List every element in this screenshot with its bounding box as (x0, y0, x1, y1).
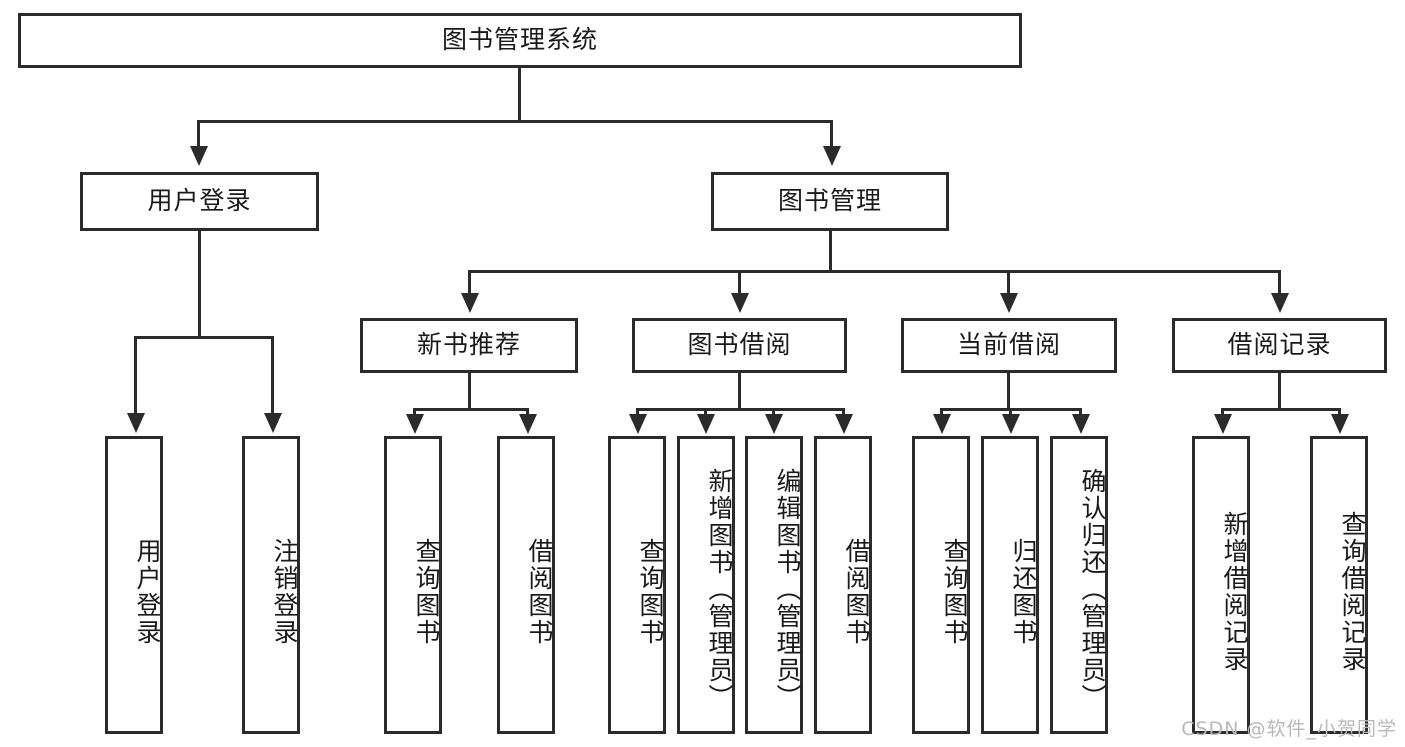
arrow-cb-leaf-3 (1072, 414, 1090, 434)
edge-root-bar (197, 120, 833, 123)
edge-root-to-user-login (197, 120, 200, 147)
edge-user-login-bar (134, 336, 274, 339)
leaf-book-borrow-borrow-book[interactable]: 借阅图书 (814, 436, 872, 734)
edge-br-bar (1221, 408, 1341, 411)
edge-cb-drop-1 (940, 408, 943, 416)
arrow-user-login-leaf-2 (264, 413, 282, 433)
edge-user-login-drop-1 (134, 336, 137, 414)
leaf-current-borrow-query-book[interactable]: 查询图书 (912, 436, 970, 734)
edge-nbr-bar (413, 408, 529, 411)
edge-br-drop-2 (1338, 408, 1341, 416)
node-label: 注销登录 (270, 538, 299, 646)
edge-cb-drop-2 (1009, 408, 1012, 416)
node-label: 查询借阅记录 (1338, 511, 1367, 673)
arrow-bb-leaf-3 (765, 414, 783, 434)
node-user-login[interactable]: 用户登录 (80, 172, 319, 231)
arrow-bm-to-book-borrow (731, 293, 749, 313)
edge-user-login-trunk (198, 231, 201, 336)
arrow-bm-to-current-borrow (1000, 293, 1018, 313)
node-label: 确认归还（管理员） (1078, 467, 1107, 711)
node-root-book-management-system[interactable]: 图书管理系统 (18, 13, 1022, 68)
node-current-borrow[interactable]: 当前借阅 (901, 318, 1117, 373)
edge-root-trunk (518, 68, 521, 120)
edge-bb-drop-3 (772, 408, 775, 416)
node-label: 图书借阅 (687, 330, 792, 360)
node-borrow-record[interactable]: 借阅记录 (1172, 318, 1387, 373)
edge-bb-bar (636, 408, 845, 411)
node-label: 编辑图书（管理员） (773, 467, 802, 711)
leaf-new-book-query-book[interactable]: 查询图书 (384, 436, 442, 734)
edge-bb-drop-2 (704, 408, 707, 416)
arrow-root-to-book-management (823, 146, 841, 166)
edge-book-management-trunk (829, 231, 832, 271)
node-label: 图书管理系统 (441, 25, 598, 55)
edge-br-drop-1 (1221, 408, 1224, 416)
node-book-borrow[interactable]: 图书借阅 (632, 318, 847, 373)
node-label: 借阅图书 (525, 538, 554, 646)
arrow-root-to-user-login (190, 146, 208, 166)
leaf-book-borrow-query-book[interactable]: 查询图书 (608, 436, 666, 734)
arrow-cb-leaf-2 (1002, 414, 1020, 434)
edge-bm-drop-1 (468, 270, 471, 294)
node-label: 新增借阅记录 (1220, 511, 1249, 673)
arrow-cb-leaf-1 (933, 414, 951, 434)
node-label: 新增图书（管理员） (705, 467, 734, 711)
edge-cb-trunk (1007, 373, 1010, 409)
edge-br-trunk (1278, 373, 1281, 409)
edge-bb-trunk (738, 373, 741, 409)
edge-bm-drop-3 (1007, 270, 1010, 294)
leaf-book-borrow-edit-book-admin[interactable]: 编辑图书（管理员） (745, 436, 803, 734)
edge-nbr-drop-1 (413, 408, 416, 416)
node-new-book-recommend[interactable]: 新书推荐 (360, 318, 578, 373)
arrow-bm-to-new-book-recommend (461, 293, 479, 313)
edge-bb-drop-1 (636, 408, 639, 416)
node-label: 新书推荐 (416, 330, 521, 360)
node-label: 查询图书 (940, 538, 969, 646)
arrow-bb-leaf-1 (629, 414, 647, 434)
arrow-br-leaf-2 (1331, 414, 1349, 434)
edge-nbr-drop-2 (526, 408, 529, 416)
edge-bb-drop-4 (842, 408, 845, 416)
node-label: 图书管理 (777, 186, 882, 216)
leaf-current-borrow-confirm-return-admin[interactable]: 确认归还（管理员） (1050, 436, 1108, 734)
edge-book-management-bar (468, 270, 1281, 273)
leaf-user-login-login[interactable]: 用户登录 (105, 436, 163, 734)
leaf-new-book-borrow-book[interactable]: 借阅图书 (497, 436, 555, 734)
edge-nbr-trunk (468, 373, 471, 409)
csdn-watermark: CSDN @软件_小贺同学 (1181, 718, 1397, 740)
leaf-borrow-record-query-record[interactable]: 查询借阅记录 (1310, 436, 1368, 734)
leaf-book-borrow-add-book-admin[interactable]: 新增图书（管理员） (677, 436, 735, 734)
arrow-bm-to-borrow-record (1271, 293, 1289, 313)
node-label: 查询图书 (636, 538, 665, 646)
leaf-user-login-logout[interactable]: 注销登录 (242, 436, 300, 734)
edge-bm-drop-4 (1278, 270, 1281, 294)
node-label: 查询图书 (412, 538, 441, 646)
node-label: 借阅图书 (842, 538, 871, 646)
edge-user-login-drop-2 (271, 336, 274, 414)
node-label: 用户登录 (133, 538, 162, 646)
arrow-br-leaf-1 (1214, 414, 1232, 434)
edge-cb-drop-3 (1079, 408, 1082, 416)
node-label: 借阅记录 (1227, 330, 1332, 360)
node-label: 当前借阅 (956, 330, 1061, 360)
node-label: 用户登录 (147, 186, 252, 216)
arrow-nbr-leaf-2 (519, 414, 537, 434)
arrow-bb-leaf-4 (835, 414, 853, 434)
leaf-current-borrow-return-book[interactable]: 归还图书 (981, 436, 1039, 734)
node-book-management[interactable]: 图书管理 (711, 172, 949, 231)
edge-bm-drop-2 (738, 270, 741, 294)
edge-root-to-book-management (830, 120, 833, 147)
arrow-user-login-leaf-1 (127, 413, 145, 433)
node-label: 归还图书 (1009, 538, 1038, 646)
arrow-nbr-leaf-1 (406, 414, 424, 434)
leaf-borrow-record-add-record[interactable]: 新增借阅记录 (1192, 436, 1250, 734)
arrow-bb-leaf-2 (697, 414, 715, 434)
